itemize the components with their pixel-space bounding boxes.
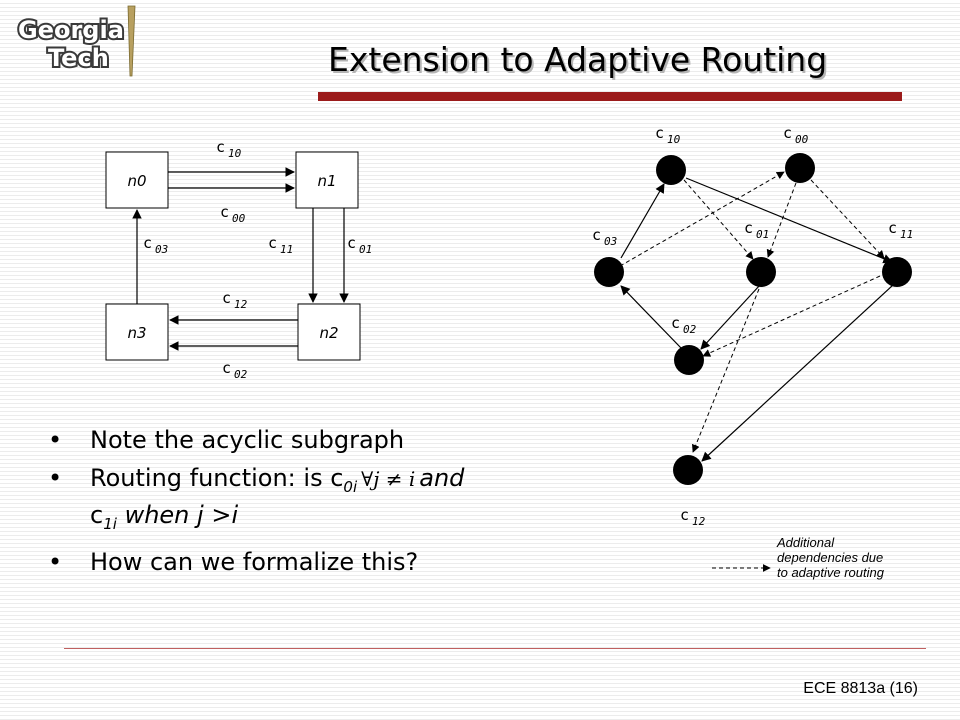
dep-c02-c03: [620, 285, 683, 350]
dep-c11-c12: [701, 284, 894, 462]
channel-node-c02: [674, 345, 704, 375]
channel-node-c01: [746, 257, 776, 287]
channel-node-c11: [882, 257, 912, 287]
logo-line1: Georgia: [18, 16, 124, 44]
title-underline: [318, 92, 902, 101]
channel-node-c00: [785, 153, 815, 183]
node-n0: n0: [105, 151, 169, 209]
footer-divider: [64, 648, 926, 649]
dep-c01-c02: [700, 284, 761, 350]
channel-node-c12: [673, 455, 703, 485]
adaptive-c03-c00: [619, 171, 785, 267]
adaptive-c00-c01: [766, 182, 797, 258]
adaptive-c11-c02: [702, 275, 881, 357]
slide-title: Extension to Adaptive Routing: [328, 40, 828, 79]
node-n0-label: n0: [127, 172, 146, 190]
georgia-tech-logo: Georgia Tech: [16, 5, 136, 77]
node-n1: n1: [295, 151, 359, 209]
adaptive-c01-c12: [691, 288, 760, 453]
node-n2: n2: [297, 303, 361, 361]
bullet-list: Note the acyclic subgraph Routing functi…: [48, 426, 628, 586]
adaptive-c00-c11: [810, 179, 885, 259]
logo-line2: Tech: [48, 44, 109, 72]
channel-node-c10: [656, 155, 686, 185]
legend-text: Additional dependencies due to adaptive …: [777, 535, 884, 580]
dep-c10-c11: [685, 177, 893, 264]
node-n3-label: n3: [127, 324, 146, 342]
dep-c03-c10: [620, 183, 665, 259]
node-n3: n3: [105, 303, 169, 361]
adaptive-c10-c01: [683, 179, 754, 260]
bullet-3: How can we formalize this?: [48, 548, 628, 576]
channel-node-c03: [594, 257, 624, 287]
bullet-1: Note the acyclic subgraph: [48, 426, 628, 454]
node-n2-label: n2: [319, 324, 338, 342]
slide-footer: ECE 8813a (16): [803, 680, 918, 697]
node-n1-label: n1: [317, 172, 336, 190]
